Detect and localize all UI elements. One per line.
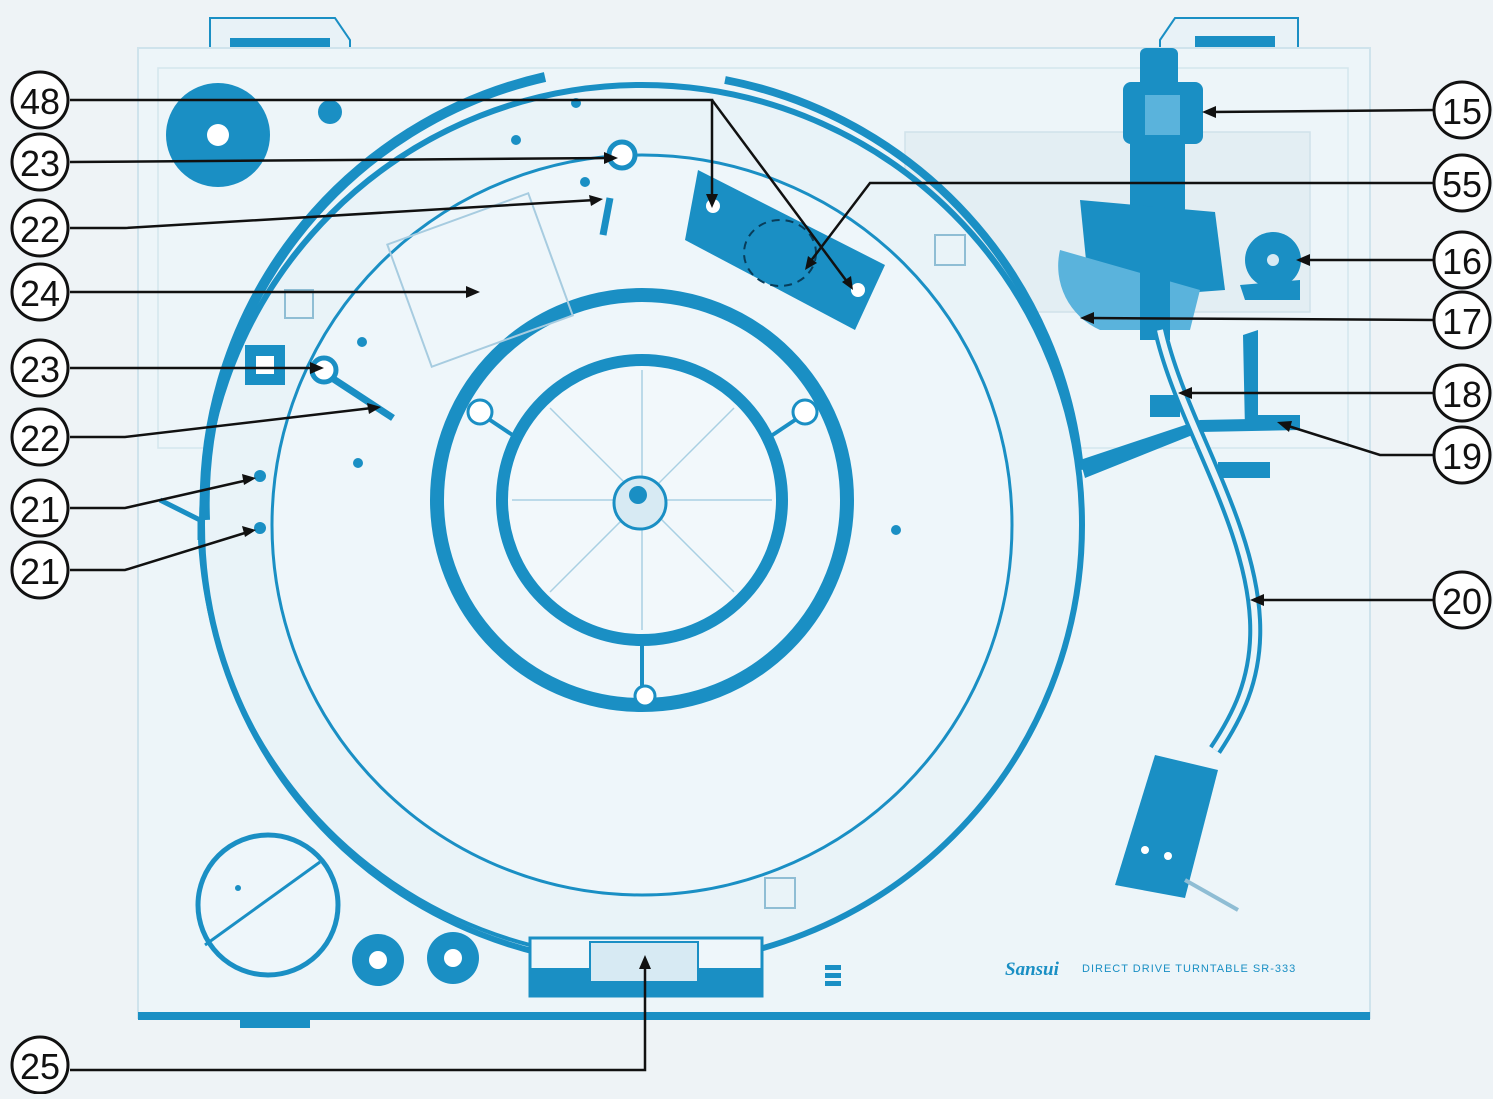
hinge-right xyxy=(1159,17,1299,51)
callout-21: 21 xyxy=(10,540,70,600)
callout-19: 19 xyxy=(1432,425,1492,485)
callout-22: 22 xyxy=(10,198,70,258)
adapter-holder xyxy=(166,83,270,187)
callout-24: 24 xyxy=(10,262,70,322)
callout-label: 48 xyxy=(20,81,60,122)
callout-label: 55 xyxy=(1442,164,1482,205)
small-dot xyxy=(357,337,367,347)
callout-23: 23 xyxy=(10,132,70,192)
hinge-left xyxy=(209,17,351,51)
strobe-window xyxy=(386,191,574,369)
square-mark xyxy=(934,234,966,266)
callout-23: 23 xyxy=(10,338,70,398)
callout-label: 16 xyxy=(1442,241,1482,282)
brand-logo: Sansui xyxy=(1005,959,1060,980)
callout-label: 18 xyxy=(1442,374,1482,415)
spindle xyxy=(612,475,668,531)
callout-15: 15 xyxy=(1432,80,1492,140)
square-mark xyxy=(764,877,796,909)
callout-label: 15 xyxy=(1442,91,1482,132)
callout-label: 21 xyxy=(20,551,60,592)
model-caption: DIRECT DRIVE TURNTABLE SR-333 xyxy=(1082,963,1296,975)
callout-label: 23 xyxy=(20,143,60,184)
callout-25: 25 xyxy=(10,1035,70,1095)
small-dot xyxy=(580,177,590,187)
screw-23-lower xyxy=(245,345,395,421)
screw-23-upper xyxy=(599,139,638,236)
speed-indicator xyxy=(825,965,841,986)
leader-arrowheads xyxy=(242,106,1310,969)
callout-17: 17 xyxy=(1432,290,1492,350)
callout-label: 22 xyxy=(20,209,60,250)
leader-lines xyxy=(69,98,1437,1072)
start-stop-buttons xyxy=(352,932,479,986)
callout-label: 22 xyxy=(20,418,60,459)
tonearm-assembly xyxy=(1058,48,1301,912)
callout-label: 23 xyxy=(20,349,60,390)
callout-label: 21 xyxy=(20,489,60,530)
cue-lever xyxy=(528,936,764,998)
callout-label: 25 xyxy=(20,1046,60,1087)
pitch-led xyxy=(254,470,266,482)
callout-48: 48 xyxy=(10,70,70,130)
callout-label: 20 xyxy=(1442,581,1482,622)
screw-dot xyxy=(318,100,342,124)
callout-label: 19 xyxy=(1442,436,1482,477)
callout-55: 55 xyxy=(1432,153,1492,213)
callout-16: 16 xyxy=(1432,230,1492,290)
callouts-right: 15 55 16 17 18 19 20 xyxy=(1432,80,1492,630)
pitch-led xyxy=(254,522,266,534)
small-dot xyxy=(891,525,901,535)
speed-knob xyxy=(195,832,341,978)
callout-21: 21 xyxy=(10,478,70,538)
small-dot xyxy=(353,458,363,468)
callouts-left: 48 23 22 24 23 22 21 21 25 xyxy=(10,70,70,1095)
callout-label: 24 xyxy=(20,273,60,314)
square-mark xyxy=(284,289,314,319)
callout-label: 17 xyxy=(1442,301,1482,342)
callout-22: 22 xyxy=(10,407,70,467)
cover-rim xyxy=(158,497,203,540)
callout-18: 18 xyxy=(1432,363,1492,423)
callout-20: 20 xyxy=(1432,570,1492,630)
small-dot xyxy=(511,135,521,145)
